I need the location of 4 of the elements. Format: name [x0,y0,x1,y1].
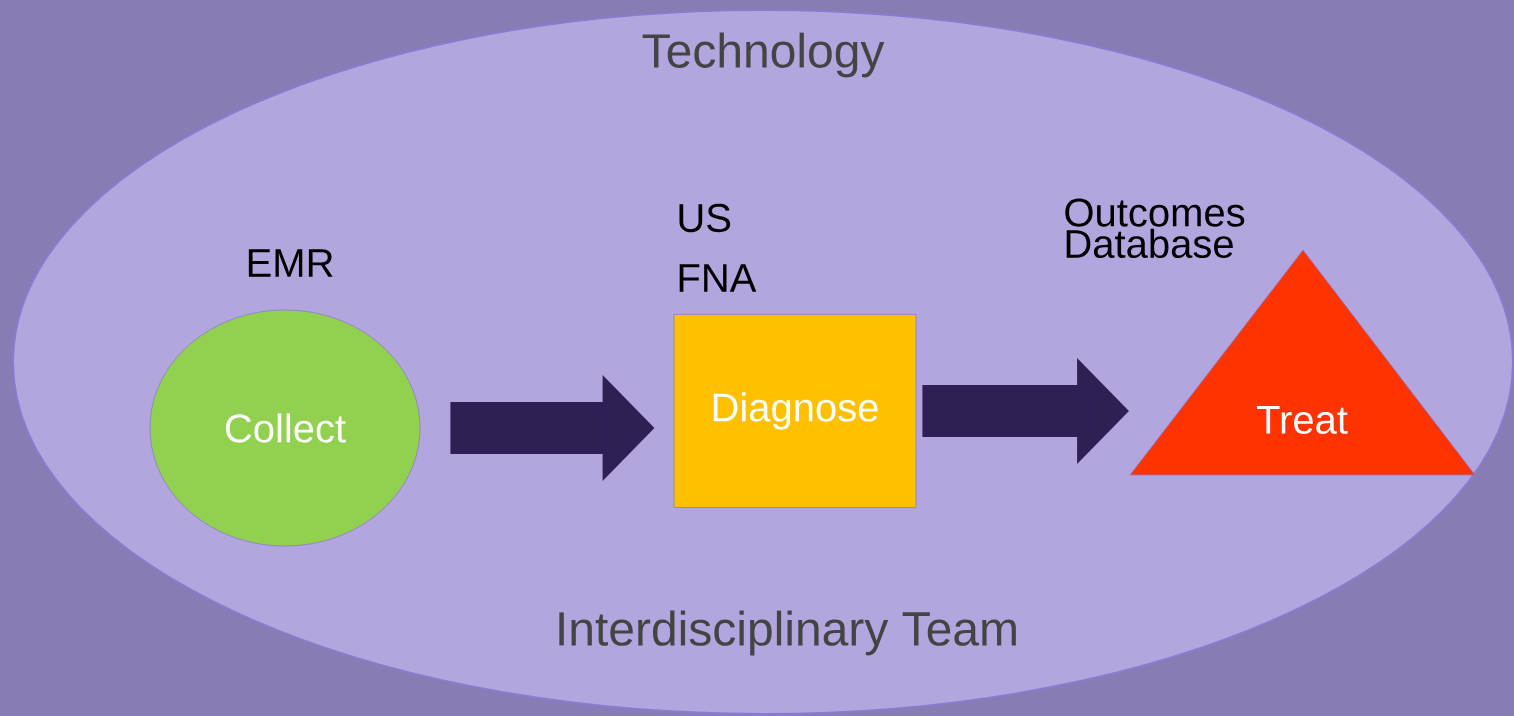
process-box: Diagnose [673,314,917,508]
node-caption: US [679,203,731,233]
node-caption: FNA [679,264,757,292]
node-caption: EMR [248,249,333,277]
